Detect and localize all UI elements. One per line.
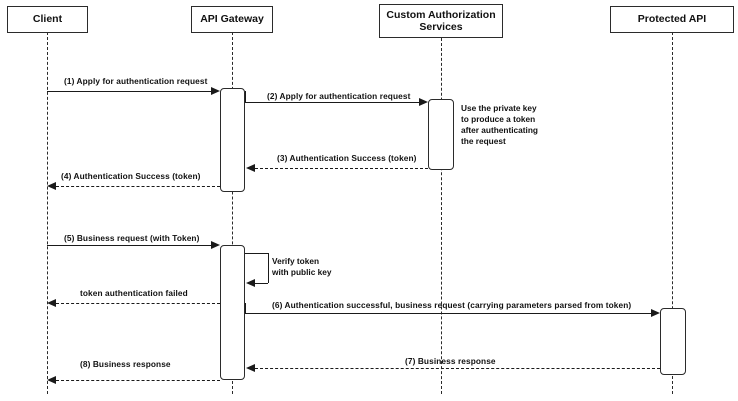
lifeline-client — [47, 32, 48, 394]
message-line-6 — [245, 313, 651, 314]
activation-api-gateway-auth — [220, 88, 245, 192]
self-message-arrowhead — [246, 278, 255, 287]
participant-label-api-gateway: API Gateway — [200, 13, 264, 26]
message-line-token-auth-failed — [56, 303, 220, 304]
activation-custom-authorization-services — [428, 99, 454, 170]
message-arrowhead-token-auth-failed — [47, 298, 56, 307]
message-line-2 — [245, 102, 419, 103]
activation-protected-api — [660, 308, 686, 375]
message-line-1 — [47, 91, 211, 92]
participant-label-custom-authorization-services: Custom Authorization Services — [386, 8, 496, 33]
message-arrowhead-1 — [211, 86, 220, 95]
message-label-2: (2) Apply for authentication request — [267, 91, 411, 101]
message-line-3 — [255, 168, 428, 169]
message-riser-6 — [245, 303, 246, 313]
note-private-key: Use the private key to produce a token a… — [461, 103, 538, 146]
message-label-6: (6) Authentication successful, business … — [272, 300, 632, 310]
message-label-5: (5) Business request (with Token) — [64, 233, 200, 243]
message-label-4: (4) Authentication Success (token) — [61, 171, 201, 181]
message-arrowhead-3 — [246, 163, 255, 172]
message-arrowhead-6 — [651, 308, 660, 317]
participant-label-protected-api: Protected API — [637, 13, 707, 26]
note-verify-token: Verify token with public key — [272, 256, 331, 278]
note-verify-token-line2: with public key — [272, 267, 332, 278]
message-label-8: (8) Business response — [80, 359, 171, 369]
message-label-7: (7) Business response — [405, 356, 496, 366]
message-arrowhead-5 — [211, 240, 220, 249]
participant-protected-api[interactable]: Protected API — [610, 6, 734, 33]
message-label-3: (3) Authentication Success (token) — [277, 153, 417, 163]
participant-api-gateway[interactable]: API Gateway — [191, 6, 273, 33]
message-arrowhead-4 — [47, 181, 56, 190]
message-line-4 — [56, 186, 220, 187]
message-label-token-auth-failed: token authentication failed — [80, 288, 188, 298]
participant-label-client: Client — [32, 13, 63, 26]
message-arrowhead-8 — [47, 375, 56, 384]
lifeline-protected-api — [672, 32, 673, 394]
lifeline-custom-authorization-services — [441, 38, 442, 394]
message-line-7 — [255, 368, 660, 369]
self-message-line-bottom — [255, 283, 268, 284]
message-arrowhead-2 — [419, 97, 428, 106]
participant-custom-authorization-services[interactable]: Custom Authorization Services — [379, 4, 503, 38]
self-message-line-top — [245, 253, 268, 254]
message-line-8 — [56, 380, 220, 381]
message-line-5 — [47, 245, 211, 246]
message-arrowhead-7 — [246, 363, 255, 372]
message-label-1: (1) Apply for authentication request — [64, 76, 208, 86]
note-verify-token-line1: Verify token — [272, 256, 320, 266]
message-riser-2 — [245, 91, 246, 102]
lifeline-api-gateway — [232, 32, 233, 394]
self-message-riser — [268, 253, 269, 283]
activation-api-gateway-business — [220, 245, 245, 380]
participant-client[interactable]: Client — [7, 6, 88, 33]
